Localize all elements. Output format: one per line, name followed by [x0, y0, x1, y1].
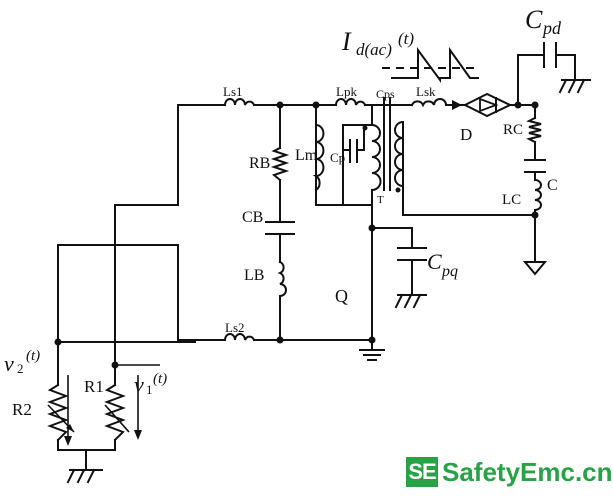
- capacitor-c: [524, 159, 546, 173]
- junction-dots: [54, 101, 539, 369]
- label-q: Q: [335, 286, 348, 306]
- label-cpd-sub: pd: [541, 18, 562, 38]
- label-c: C: [547, 177, 558, 194]
- capacitor-cp: [342, 124, 373, 163]
- label-rc: RC: [503, 122, 523, 138]
- resistor-r1: [104, 383, 130, 442]
- label-r2: R2: [12, 400, 32, 419]
- logo-mark: SE: [406, 457, 438, 487]
- label-id: I: [341, 27, 352, 56]
- diode-d: [462, 92, 513, 118]
- waveform-id-ac: [382, 46, 480, 84]
- label-lpk: Lpk: [336, 84, 357, 99]
- label-cpq-sub: pq: [441, 263, 458, 280]
- label-cpd: C: [525, 5, 543, 34]
- capacitor-cps: [383, 97, 391, 126]
- label-v2-sub: 2: [17, 361, 24, 376]
- label-ls1: Ls1: [223, 84, 243, 99]
- label-id-t: (t): [398, 29, 414, 48]
- inductor-lb: [277, 260, 287, 298]
- resistor-r2: [47, 383, 75, 442]
- capacitor-cpq: [397, 247, 427, 296]
- label-rb: RB: [249, 155, 270, 172]
- capacitor-cpd: [543, 42, 557, 68]
- inductor-lpk: [334, 98, 367, 107]
- ground-cpq: [394, 293, 427, 309]
- label-v1-t: (t): [153, 371, 167, 387]
- inductor-lc: [533, 178, 542, 212]
- logo-text: SafetyEmc.cn: [442, 456, 613, 487]
- label-d: D: [460, 125, 472, 144]
- label-cb: CB: [242, 209, 263, 226]
- label-id-sub: d(ac): [356, 40, 392, 59]
- capacitor-cb: [265, 221, 295, 235]
- label-lm: Lm: [295, 147, 318, 164]
- inductor-ls2: [223, 333, 256, 342]
- labels: I d(ac) (t) C pd C pq Ls1 Lpk Cps Lsk Ls…: [4, 5, 562, 419]
- resistor-rc: [526, 116, 542, 144]
- ground-left: [66, 468, 103, 484]
- label-v1-sub: 1: [146, 382, 153, 397]
- transformer-t: [362, 120, 405, 193]
- arrow-v2: [64, 375, 72, 446]
- label-r1: R1: [84, 377, 104, 396]
- wiring: [57, 54, 576, 471]
- label-v2: v: [4, 351, 14, 376]
- label-ls2: Ls2: [225, 320, 245, 335]
- label-v2-t: (t): [26, 348, 40, 364]
- label-v1: v: [134, 372, 144, 397]
- ground-cpd: [558, 78, 591, 94]
- label-t: T: [377, 194, 384, 206]
- inductor-ls1: [223, 98, 256, 107]
- label-lsk: Lsk: [416, 84, 436, 99]
- label-cpq: C: [427, 249, 442, 274]
- watermark-logo: SE SafetyEmc.cn: [406, 456, 613, 488]
- resistor-rb: [270, 146, 290, 182]
- ground-secondary: [522, 261, 548, 276]
- arrow-v1: [134, 375, 142, 440]
- label-lb: LB: [244, 267, 264, 284]
- ground-q: [359, 349, 385, 361]
- label-cp: Cp: [330, 150, 345, 165]
- label-lc: LC: [502, 192, 521, 208]
- label-cps: Cps: [376, 87, 395, 101]
- inductor-lsk: [410, 98, 462, 110]
- inductor-lm: [312, 123, 325, 192]
